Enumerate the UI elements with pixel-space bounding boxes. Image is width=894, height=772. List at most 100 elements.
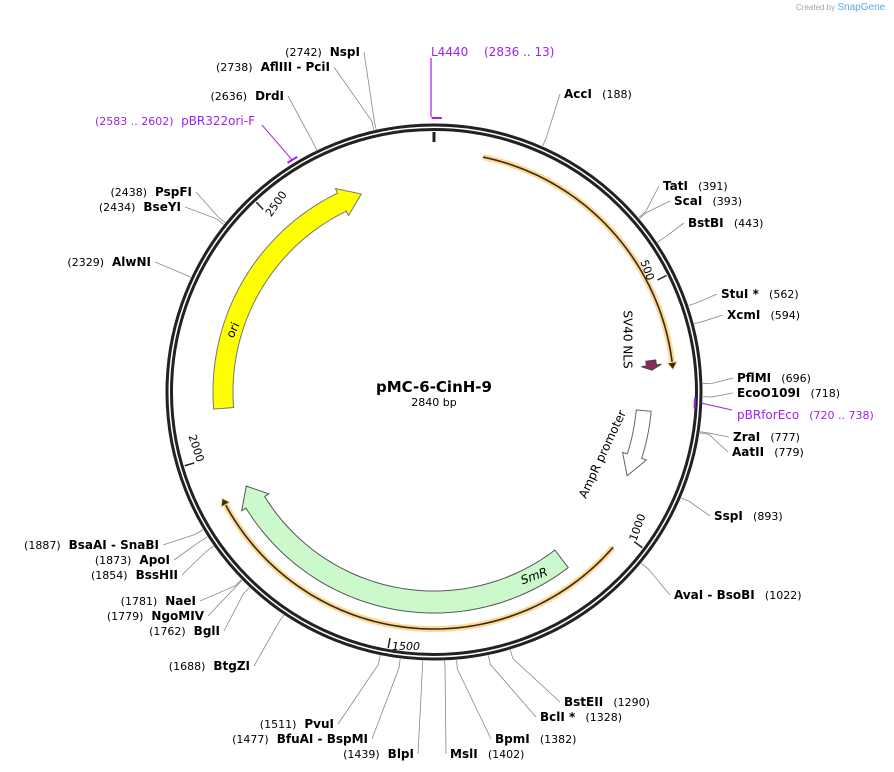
enzyme-label: ScaI (393) [674,194,742,208]
enzyme-name: BstBI [688,216,728,230]
primer-range: (720 .. 738) [809,409,874,422]
enzyme-name: BpmI [495,732,534,746]
enzyme-name: BsaAI - SnaBI [69,538,159,552]
orange-feature-arc-1 [482,156,674,364]
ori-feature [212,187,363,410]
primer-pbr322ori-f-mark [287,155,298,164]
enzyme-leader-line [417,660,424,755]
enzyme-leader-line [638,185,660,218]
enzyme-label: SspI (893) [714,509,783,523]
enzyme-name: TatI [663,179,692,193]
enzyme-name: MslI [450,747,482,761]
enzyme-position: (777) [770,431,800,444]
enzyme-leader-line [688,293,718,306]
enzyme-label: (1779)NgoMIV [107,609,205,623]
enzyme-leader-line [702,392,734,398]
enzyme-leader-line [333,66,375,130]
enzyme-leader-line [199,579,242,602]
enzyme-label: ZraI (777) [733,430,800,444]
enzyme-name: BtgZI [213,659,250,673]
enzyme-name: PflMI [737,371,775,385]
enzyme-leader-line [542,93,561,147]
enzyme-name: BlpI [388,747,414,761]
primer-name: pBRforEco [737,408,799,422]
enzyme-name: BstEII [564,695,607,709]
enzyme-label: (2738) AflIII - PciI [216,60,330,74]
ampr-promoter-feature [621,409,652,477]
backbone-outer [165,123,703,661]
enzyme-position: (1439) [343,748,380,761]
enzyme-name: BclI * [540,710,579,724]
enzyme-name: AlwNI [112,255,151,269]
enzyme-leader-line [699,432,729,453]
plasmid-length: 2840 bp [411,396,456,409]
enzyme-position: (2742) [285,46,322,59]
enzyme-name: StuI * [721,287,763,301]
enzyme-label: (2636)DrdI [210,89,284,103]
enzyme-label: XcmI (594) [727,308,800,322]
enzyme-position: (562) [769,288,799,301]
tick-mark [184,462,195,467]
primer-pbrforeco-leader [701,402,733,411]
enzyme-name: NspI [330,45,360,59]
tick-label: 1000 [627,512,649,543]
enzyme-label: (1854)BssHII [91,568,178,582]
enzyme-label: MslI (1402) [450,747,524,761]
enzyme-leader-line [371,658,401,740]
enzyme-label: (1477) BfuAI - BspMI [232,732,368,746]
watermark-text: Created by [796,3,836,12]
smr-feature [240,485,569,614]
tick-label: 1500 [392,640,420,653]
enzyme-label: PflMI (696) [737,371,811,385]
tick-mark [255,201,264,210]
enzyme-position: (594) [771,309,801,322]
enzyme-leader-line [699,431,730,438]
tick-label: 2500 [263,189,290,219]
primer-pbr322ori-f-leader [261,124,293,161]
enzyme-position: (1781) [121,595,158,608]
enzyme-name: AflIII - PciI [261,60,330,74]
orange-feature-arc-2-arrowhead [220,497,231,508]
enzyme-position: (2738) [216,61,253,74]
enzyme-name: PvuI [304,717,334,731]
enzyme-leader-line [287,95,318,151]
enzyme-leader-line [456,660,492,740]
enzyme-name: AatII [732,445,768,459]
enzyme-leader-line [207,580,243,617]
enzyme-position: (718) [810,387,840,400]
enzyme-label: StuI * (562) [721,287,799,301]
enzyme-name: ZraI [733,430,764,444]
enzyme-position: (1402) [488,748,525,761]
enzyme-name: EcoO109I [737,386,804,400]
enzyme-position: (1382) [540,733,577,746]
enzyme-label: (2438)PspFI [110,185,192,199]
sv40-nls-feature [641,359,662,371]
backbone-inner [170,128,698,656]
enzyme-label: (2434)BseYI [99,200,181,214]
enzyme-name: PspFI [155,185,192,199]
ori-label: ori [223,320,242,340]
enzyme-label: (2742) NspI [285,45,360,59]
enzyme-position: (2636) [210,90,247,103]
primer-pbr322ori-f-label: (2583 .. 2602) pBR322ori-F [95,114,255,128]
enzyme-position: (696) [781,372,811,385]
enzyme-leader-line [681,497,711,517]
enzyme-leader-line [181,545,214,576]
enzyme-label: AvaI - BsoBI (1022) [674,588,801,602]
enzyme-position: (1477) [232,733,269,746]
primer-pbrforeco-label: pBRforEco (720 .. 738) [737,408,874,422]
enzyme-name: SspI [714,509,747,523]
plasmid-name: pMC-6-CinH-9 [376,378,492,396]
enzyme-name: ApoI [139,553,170,567]
enzyme-leader-line [154,261,191,278]
enzyme-leader-line [363,51,377,130]
enzyme-label: (1511)PvuI [260,717,334,731]
watermark-brand: SnapGene [837,2,886,13]
enzyme-leader-line [657,222,685,243]
enzyme-position: (1290) [613,696,650,709]
enzyme-name: BssHII [136,568,178,582]
enzyme-name: NaeI [165,594,196,608]
enzyme-name: BfuAI - BspMI [277,732,368,746]
enzyme-label: AccI (188) [564,87,632,101]
